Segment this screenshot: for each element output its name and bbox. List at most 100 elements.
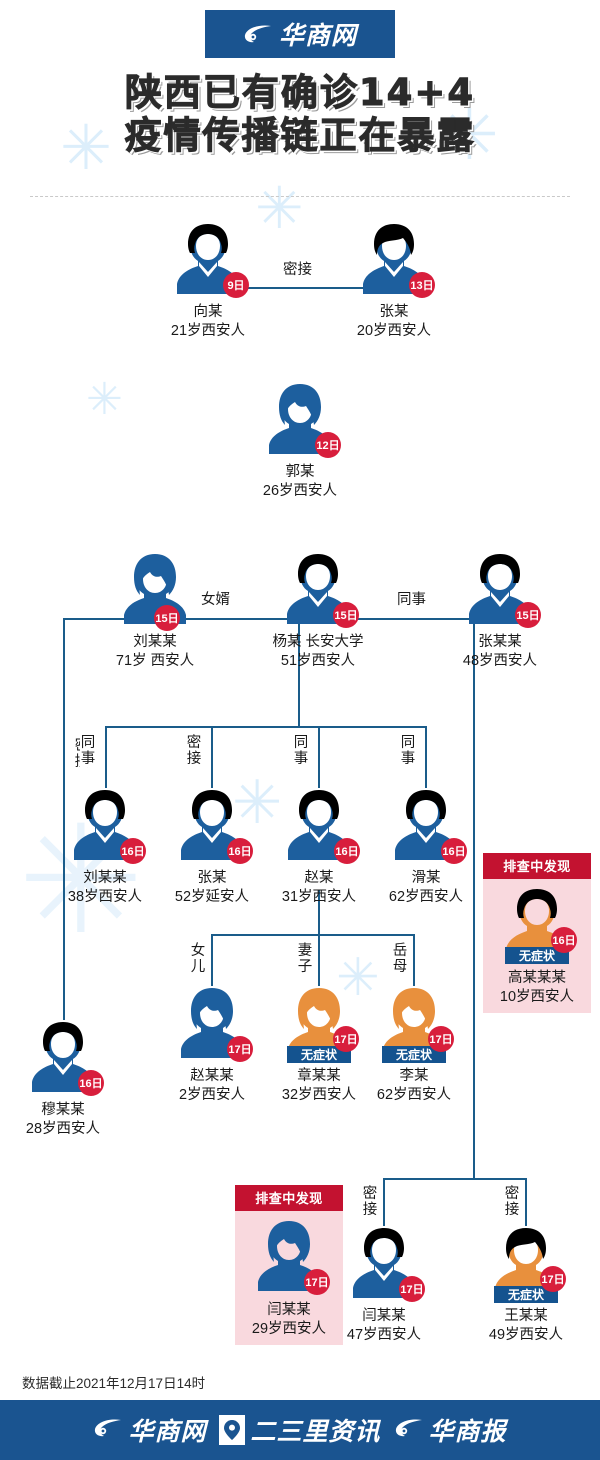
- person-age: 51岁西安人: [280, 653, 356, 670]
- person-figure-male-orange: 16日 无症状: [498, 887, 577, 964]
- relation-label-close-contact-wang49: 密接: [504, 1186, 520, 1219]
- connector-to-zhang52: [211, 726, 213, 788]
- screening-card-gao10[interactable]: 排查中发现 16日 无症状 高某某某 10岁西安人: [483, 853, 591, 1014]
- person-name: 张某: [379, 304, 409, 320]
- footer-brand-label: 华商报: [428, 1417, 507, 1446]
- person-node-zhao2[interactable]: 17日 赵某某 2岁西安人: [152, 986, 272, 1105]
- person-age: 71岁 西安人: [115, 653, 195, 670]
- person-node-li62[interactable]: 17日 无症状 李某 62岁西安人: [354, 986, 474, 1105]
- person-age: 31岁西安人: [281, 889, 357, 906]
- person-node-yan47[interactable]: 17日 闫某某 47岁西安人: [324, 1226, 444, 1345]
- connector-to-zhao2: [211, 934, 213, 986]
- person-figure-male-blue: 9日: [169, 222, 249, 298]
- person-node-zhao31[interactable]: 16日 赵某 31岁西安人: [259, 788, 379, 907]
- person-node-hua62[interactable]: 16日 滑某 62岁西安人: [366, 788, 486, 907]
- date-badge: 15日: [154, 605, 180, 631]
- person-node-wang49[interactable]: 17日 无症状 王某某 49岁西安人: [466, 1226, 586, 1345]
- person-node-xiang[interactable]: 9日 向某 21岁西安人: [148, 222, 268, 341]
- person-name: 李某: [399, 1068, 429, 1084]
- date-badge: 16日: [120, 838, 146, 864]
- title-line-1: 陕西已有确诊14+4: [124, 71, 476, 115]
- connector-to-yan47: [383, 1178, 385, 1226]
- person-node-zhang52[interactable]: 16日 张某 52岁延安人: [152, 788, 272, 907]
- person-age: 10岁西安人: [499, 989, 575, 1006]
- relation-label-colleague-liu38: 同事: [80, 735, 96, 768]
- person-node-yang[interactable]: 15日 杨某 长安大学 51岁西安人: [258, 552, 378, 671]
- relation-label-close-contact-zhang52: 密接: [186, 735, 202, 768]
- date-badge: 16日: [334, 838, 360, 864]
- person-age: 29岁西安人: [251, 1321, 327, 1338]
- date-badge: 17日: [304, 1269, 330, 1295]
- asymptomatic-badge: 无症状: [382, 1046, 446, 1063]
- person-age: 28岁西安人: [25, 1121, 101, 1138]
- huashang-swoosh-icon: [93, 1417, 123, 1444]
- connector-zhang48-down: [473, 618, 475, 1178]
- virus-decoration-icon: ✳: [255, 176, 304, 241]
- person-name: 刘某某: [83, 870, 127, 886]
- asymptomatic-badge: 无症状: [505, 947, 569, 964]
- person-node-guo[interactable]: 12日 郭某 26岁西安人: [240, 382, 360, 501]
- person-figure-male-blue: 16日: [387, 788, 467, 864]
- person-name: 张某某: [478, 634, 522, 650]
- virus-decoration-icon: ✳: [440, 96, 499, 174]
- brand-logo-text: 华商网: [278, 21, 357, 50]
- screening-badge: 排查中发现: [483, 853, 591, 879]
- date-badge: 12日: [315, 432, 341, 458]
- date-badge: 17日: [540, 1266, 566, 1292]
- person-figure-male-blue: 16日: [280, 788, 360, 864]
- footer-brand-huashangbao: 华商报: [394, 1412, 507, 1448]
- relation-label-colleague-hua62: 同事: [400, 735, 416, 768]
- person-name: 闫某某: [267, 1302, 311, 1318]
- footer-brand-ersanli: 二三里资讯: [219, 1412, 380, 1448]
- relation-label-colleague-zhang48: 同事: [392, 592, 431, 609]
- date-badge: 16日: [78, 1070, 104, 1096]
- person-name: 赵某某: [190, 1068, 234, 1084]
- person-age: 62岁西安人: [388, 889, 464, 906]
- person-node-zhang48[interactable]: 15日 张某某 48岁西安人: [440, 552, 560, 671]
- person-age: 32岁西安人: [281, 1087, 357, 1104]
- connector-bottom-branch-bar: [383, 1178, 525, 1180]
- top-brand-banner: 华商网: [205, 10, 395, 58]
- person-figure-female-blue: 17日: [250, 1219, 330, 1295]
- virus-decoration-icon: ✳: [60, 114, 112, 183]
- person-name: 刘某某: [133, 634, 177, 650]
- date-badge: 16日: [441, 838, 467, 864]
- footer-brand-label: 二三里资讯: [250, 1417, 381, 1446]
- date-badge: 17日: [333, 1026, 359, 1052]
- person-node-liu71[interactable]: 15日 刘某某 71岁 西安人: [95, 552, 215, 671]
- relation-label-wife: 妻子: [297, 943, 313, 976]
- person-node-zhang32[interactable]: 17日 无症状 章某某 32岁西安人: [259, 986, 379, 1105]
- date-badge: 17日: [227, 1036, 253, 1062]
- person-node-zhang13[interactable]: 13日 张某 20岁西安人: [334, 222, 454, 341]
- location-pin-icon: [219, 1415, 246, 1445]
- person-name: 滑某: [411, 870, 441, 886]
- date-badge: 17日: [399, 1276, 425, 1302]
- date-badge: 16日: [551, 927, 577, 953]
- person-figure-male-blue: 17日: [345, 1226, 425, 1302]
- person-node-mu28[interactable]: 16日 穆某某 28岁西安人: [3, 1020, 123, 1139]
- connector-yang-down: [298, 618, 300, 726]
- connector-to-zhang32: [318, 934, 320, 986]
- person-figure-male-blue: 16日: [24, 1020, 104, 1096]
- connector-to-wang49: [525, 1178, 527, 1226]
- person-age: 20岁西安人: [356, 323, 432, 340]
- screening-card-yan29[interactable]: 排查中发现 17日 闫某某 29岁西安人: [235, 1185, 343, 1346]
- footer-brand-label: 华商网: [128, 1417, 207, 1446]
- person-name: 王某某: [504, 1308, 548, 1324]
- asymptomatic-badge: 无症状: [494, 1286, 558, 1303]
- person-name: 张某: [197, 870, 227, 886]
- connector-row4-branch-bar: [105, 726, 425, 728]
- date-badge: 17日: [428, 1026, 454, 1052]
- virus-decoration-icon: ✳: [232, 769, 283, 836]
- relation-label-close-contact-yan47: 密接: [362, 1186, 378, 1219]
- person-age: 47岁西安人: [346, 1327, 422, 1344]
- footer-brand-bar: 华商网 二三里资讯 华商报: [0, 1400, 600, 1460]
- virus-decoration-icon: ✳: [336, 949, 380, 1007]
- connector-family-branch-bar: [211, 934, 413, 936]
- person-name: 章某某: [297, 1068, 341, 1084]
- person-age: 52岁延安人: [174, 889, 250, 906]
- person-figure-male-blue: 15日: [461, 552, 541, 628]
- person-node-liu38[interactable]: 16日 刘某某 38岁西安人: [45, 788, 165, 907]
- person-figure-male-blue: 16日: [66, 788, 146, 864]
